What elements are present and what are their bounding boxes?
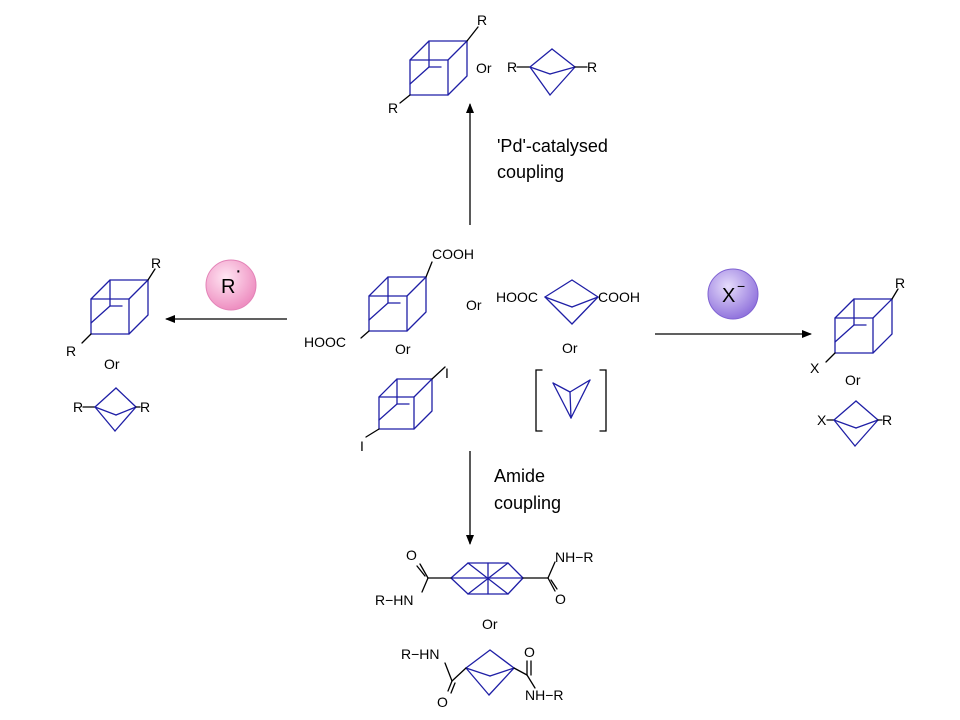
right-substituted-bcp: X R (817, 400, 892, 447)
right-substituted-cubane: R X (810, 275, 905, 376)
bottom-cubane-cage (450, 562, 524, 595)
amide1-nh-r: NH−R (555, 549, 594, 565)
right-or: Or (845, 372, 861, 388)
left-cubane-cage (90, 279, 149, 335)
top-cubane-cage (409, 40, 468, 96)
amide1-o-bottom: O (555, 591, 566, 607)
anion-charge: − (737, 278, 745, 294)
center-cubane-cooh: COOH (432, 246, 474, 262)
center-bcp-hooc: HOOC (496, 289, 538, 305)
bottom-condition-line1: Amide (494, 466, 545, 486)
bottom-bcp-diamide: R−HN O O NH−R (401, 644, 564, 710)
left-cubane-r-top: R (151, 255, 161, 271)
amide2-r-hn: R−HN (401, 646, 440, 662)
bottom-or: Or (482, 616, 498, 632)
amide2-nh-r: NH−R (525, 687, 564, 703)
right-anion-reagent: X − (707, 268, 759, 320)
amide2-o-top: O (524, 644, 535, 660)
top-condition-line2: coupling (497, 162, 564, 182)
top-cubane-r-top: R (477, 12, 487, 28)
top-disubstituted-bcp: R R (507, 48, 597, 96)
center-or-3: Or (562, 340, 578, 356)
right-bcp-x: X (817, 412, 827, 428)
amide2-o-bottom: O (437, 694, 448, 710)
propellane-cage (552, 379, 591, 419)
center-bcp-diacid: HOOC COOH (496, 279, 640, 325)
top-bcp-cage (529, 48, 576, 96)
bcp-cage (544, 279, 599, 325)
anion-circle (707, 268, 759, 320)
left-cubane-r-bottom: R (66, 343, 76, 359)
amide1-r-hn: R−HN (375, 592, 414, 608)
right-bcp-r: R (882, 412, 892, 428)
top-disubstituted-cubane: R R (388, 12, 487, 116)
left-radical-reagent: R · (205, 259, 257, 311)
left-bcp-cage (94, 387, 137, 432)
left-disubstituted-bcp: R R (73, 387, 150, 432)
center-propellane (535, 369, 607, 432)
bottom-condition-line2: coupling (494, 493, 561, 513)
left-bcp-r-left: R (73, 399, 83, 415)
top-or: Or (476, 60, 492, 76)
top-bcp-r-left: R (507, 59, 517, 75)
radical-dot: · (235, 260, 242, 282)
iodo-bottom: I (360, 438, 364, 454)
anion-x: X (722, 285, 735, 307)
center-cubane-diacid: COOH HOOC (304, 246, 474, 350)
center-or-2: Or (395, 341, 411, 357)
radical-r: R (221, 276, 235, 298)
center-or-1: Or (466, 297, 482, 313)
right-cubane-cage (834, 298, 893, 354)
right-cubane-x: X (810, 360, 820, 376)
top-condition-line1: 'Pd'-catalysed (497, 136, 608, 156)
center-bcp-cooh: COOH (598, 289, 640, 305)
cubane-cage (368, 276, 427, 332)
bottom-bcp-cage (465, 649, 515, 696)
iodo-top: I (445, 365, 449, 381)
left-or: Or (104, 356, 120, 372)
top-cubane-r-bottom: R (388, 100, 398, 116)
center-cubane-hooc: HOOC (304, 334, 346, 350)
amide1-o-top: O (406, 547, 417, 563)
radical-circle (205, 259, 257, 311)
center-diiodocubane: I I (360, 365, 449, 454)
bottom-cubane-diamide: NH−R O O R−HN (375, 547, 594, 608)
top-bcp-r-right: R (587, 59, 597, 75)
left-disubstituted-cubane: R R (66, 255, 161, 359)
right-bcp-cage (833, 400, 879, 447)
left-bcp-r-right: R (140, 399, 150, 415)
right-cubane-r: R (895, 275, 905, 291)
iodocubane-cage (378, 378, 433, 430)
